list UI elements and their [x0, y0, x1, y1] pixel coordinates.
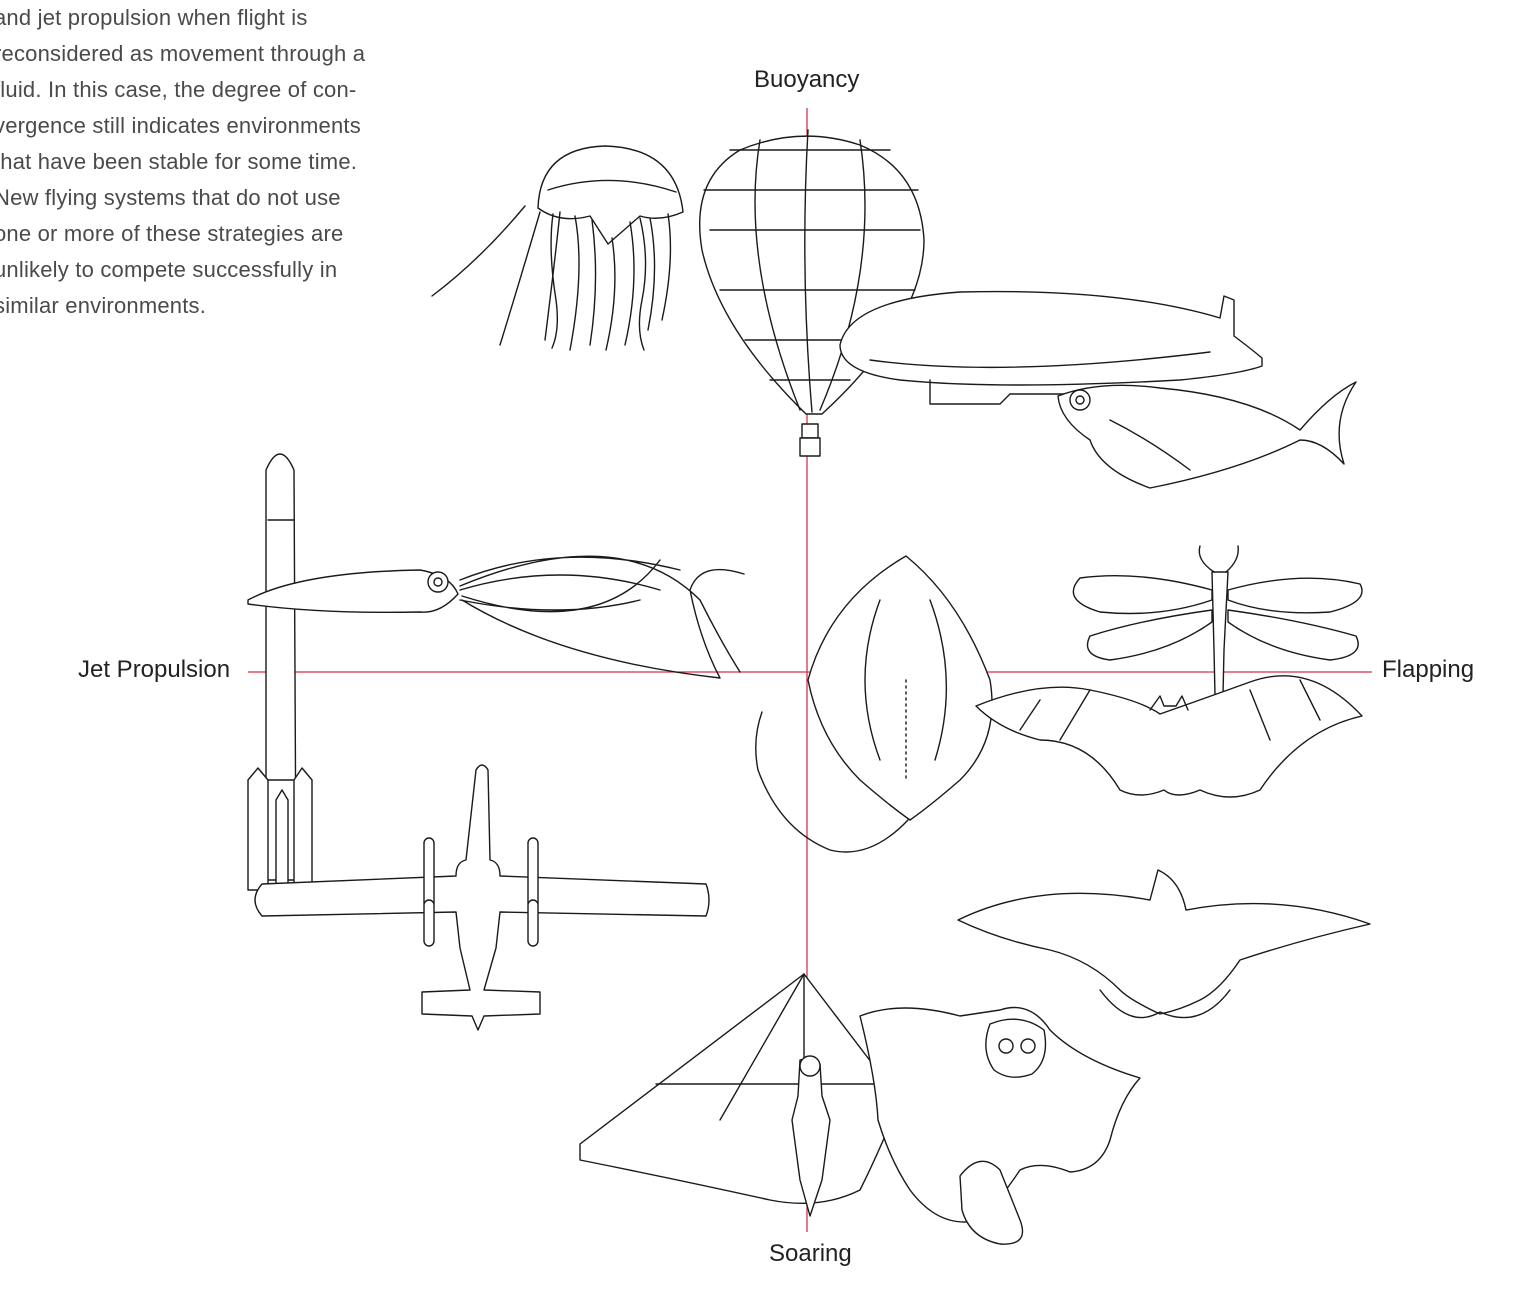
intro-line: that have been stable for some time.	[0, 149, 358, 174]
bat-icon	[975, 675, 1363, 798]
intro-line: reconsidered as movement through a	[0, 41, 366, 66]
axis-label-buoyancy: Buoyancy	[754, 66, 860, 93]
rocket-icon	[247, 453, 313, 891]
jellyfish-icon	[431, 145, 684, 351]
intro-paragraph: and jet propulsion when flight is recons…	[0, 0, 430, 324]
airplane-icon	[254, 764, 710, 1031]
intro-line: one or more of these strategies are	[0, 221, 344, 246]
intro-line: vergence still indicates environments	[0, 113, 361, 138]
intro-line: New flying systems that do not use	[0, 185, 341, 210]
manta-ray-icon	[755, 555, 993, 853]
flying-squirrel-icon	[859, 1006, 1141, 1245]
hatchetfish-icon	[1057, 381, 1357, 489]
intro-line: and jet propulsion when flight is	[0, 5, 308, 30]
hang-glider-icon	[579, 973, 901, 1217]
squid-icon	[247, 555, 745, 679]
hot-air-balloon-icon	[699, 129, 925, 457]
airship-icon	[839, 290, 1263, 405]
intro-line: unlikely to compete successfully in	[0, 257, 338, 282]
eagle-icon	[957, 869, 1371, 1019]
intro-line: fluid. In this case, the degree of con-	[0, 77, 357, 102]
intro-line: similar environments.	[0, 293, 207, 318]
axis-label-soaring: Soaring	[769, 1240, 852, 1267]
axis-label-flapping: Flapping	[1382, 656, 1475, 683]
axis-label-jet-propulsion: Jet Propulsion	[78, 656, 231, 683]
